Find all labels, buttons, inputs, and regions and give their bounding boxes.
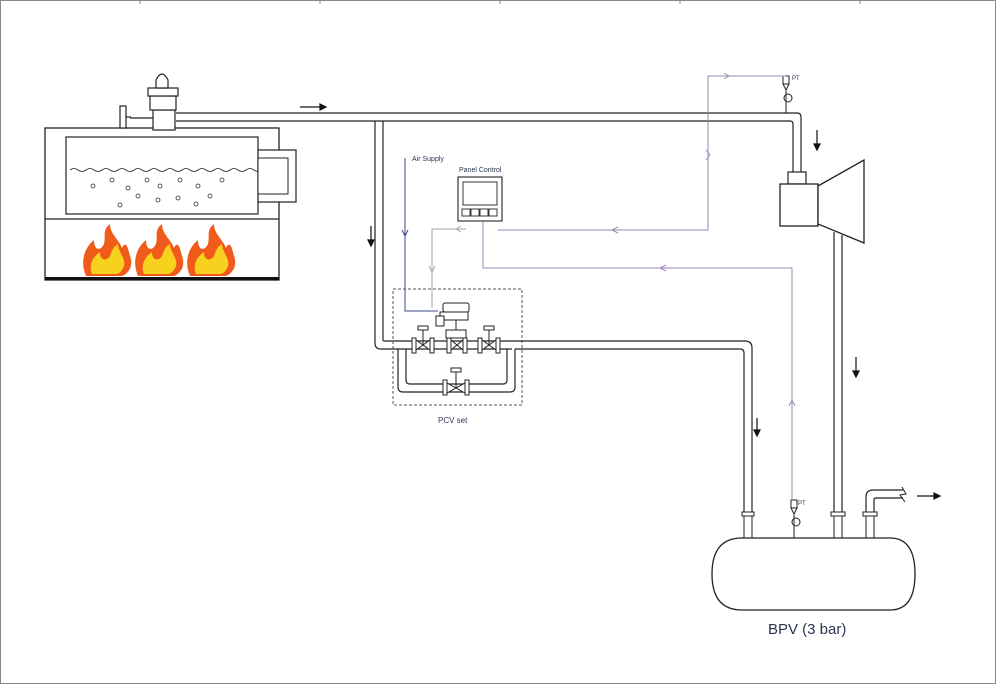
flow-arrow-icon: [917, 492, 942, 500]
flow-arrow-icon: [813, 130, 821, 152]
turbine: [779, 158, 865, 512]
control-valve-icon: [435, 302, 470, 352]
pcv-set-label: PCV set: [438, 416, 468, 425]
flow-arrow-icon: [753, 418, 761, 438]
safety-valve-icon: [119, 73, 179, 131]
boiler: [44, 127, 297, 281]
water-level: [69, 168, 261, 172]
pcv-outlet-pipe: [512, 340, 753, 512]
pressure-transmitter-icon: PT: [790, 499, 806, 540]
signal-lines: [428, 72, 796, 500]
steam-main-pipe: [176, 112, 802, 350]
boiler-drum: [65, 136, 259, 215]
bpv-label: BPV (3 bar): [768, 621, 846, 638]
flame-icon: [187, 224, 236, 276]
air-supply-label: Air Supply: [412, 156, 444, 163]
pcv-set-boundary: [392, 288, 523, 406]
gate-valve-icon: [446, 367, 466, 394]
flow-arrow-icon: [852, 357, 860, 379]
flow-arrow-icon: [300, 103, 328, 111]
panel-control-label: Panel Control: [459, 167, 502, 174]
flame-icon: [83, 224, 132, 276]
pressure-transmitter-icon: PT: [782, 75, 800, 113]
pcv-set: PCV set: [392, 288, 523, 425]
gate-valve-icon: [415, 325, 431, 351]
pt-bottom-label: PT: [798, 501, 806, 507]
pt-top-label: PT: [792, 76, 800, 82]
flame-icon: [135, 224, 184, 276]
gate-valve-icon: [481, 325, 497, 351]
flow-arrow-icon: [367, 226, 375, 248]
steam-bubbles: [90, 177, 225, 208]
air-supply-line: Air Supply: [401, 156, 444, 312]
bpv-vessel: BPV (3 bar): [711, 486, 916, 638]
panel-control: Panel Control: [457, 167, 503, 222]
boiler-base: [45, 277, 279, 280]
top-tick-marks: [139, 0, 861, 4]
